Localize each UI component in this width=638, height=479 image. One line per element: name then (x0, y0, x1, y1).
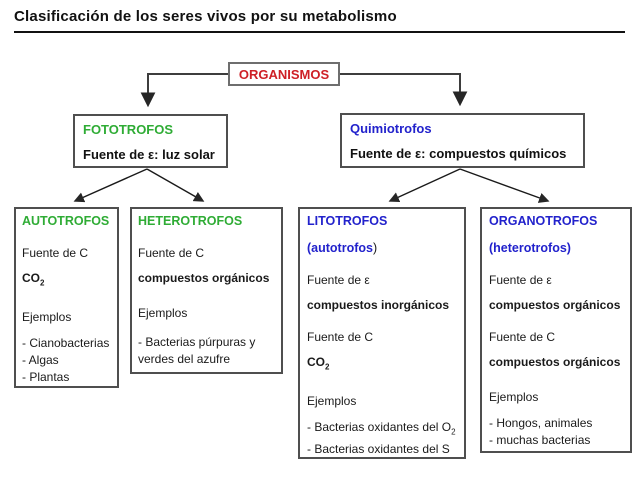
connector-foto-to-heterotrofos (146, 168, 205, 202)
litotrofos-subtitle: (autotrofos) (307, 241, 378, 255)
connector-quimio-to-organotrofos (459, 168, 550, 203)
litotrofos-example: - Bacterias oxidantes del S (307, 441, 450, 456)
litotrofos-example: - Bacterias oxidantes del O2 (307, 420, 456, 437)
heterotrofos-example: - Bacterias púrpuras y verdes del azufre (138, 335, 256, 366)
connector-root-to-fototrofos (140, 73, 228, 108)
autotrofos-examples-label: Ejemplos (22, 310, 72, 325)
heterotrofos-carbon-value: compuestos orgánicos (138, 271, 270, 285)
heterotrofos-box: HETEROTROFOS Fuente de C compuestos orgá… (130, 207, 283, 374)
organismos-label: ORGANISMOS (238, 66, 330, 82)
organotrofos-subtitle: (heterotrofos) (489, 241, 571, 255)
organotrofos-examples-label: Ejemplos (489, 390, 539, 404)
quimiotrofos-title: Quimiotrofos (350, 121, 432, 136)
fototrofos-title: FOTOTROFOS (83, 122, 174, 137)
litotrofos-energy-label: Fuente de ε (307, 273, 370, 287)
heterotrofos-examples-label: Ejemplos (138, 306, 188, 320)
autotrofos-carbon-label: Fuente de C (22, 246, 89, 260)
litotrofos-energy-value: compuestos inorgánicos (307, 298, 450, 312)
autotrofos-example: - Plantas (22, 370, 70, 385)
fototrofos-box: FOTOTROFOS Fuente de ε: luz solar (73, 114, 228, 168)
heterotrofos-carbon-label: Fuente de C (138, 246, 205, 260)
heterotrofos-title: HETEROTROFOS (138, 214, 243, 228)
page-title: Clasificación de los seres vivos por su … (14, 8, 397, 25)
quimiotrofos-energy-source: Fuente de ε: compuestos químicos (350, 146, 567, 161)
connector-root-to-quimiotrofos (340, 73, 468, 107)
autotrofos-example: - Algas (22, 353, 59, 368)
litotrofos-examples-label: Ejemplos (307, 394, 357, 409)
connector-foto-to-autotrofos (73, 168, 148, 203)
organotrofos-energy-value: compuestos orgánicos (489, 298, 621, 312)
title-underline (14, 31, 625, 33)
autotrofos-example: - Cianobacterias (22, 336, 110, 351)
organotrofos-energy-label: Fuente de ε (489, 273, 552, 287)
organotrofos-box: ORGANOTROFOS (heterotrofos) Fuente de ε … (480, 207, 632, 453)
fototrofos-energy-source: Fuente de ε: luz solar (83, 147, 215, 162)
litotrofos-box: LITOTROFOS (autotrofos) Fuente de ε comp… (298, 207, 466, 459)
organotrofos-carbon-label: Fuente de C (489, 330, 556, 344)
litotrofos-title: LITOTROFOS (307, 214, 388, 228)
quimiotrofos-box: Quimiotrofos Fuente de ε: compuestos quí… (340, 113, 585, 168)
litotrofos-carbon-label: Fuente de C (307, 330, 374, 344)
organotrofos-example: - muchas bacterias (489, 433, 591, 447)
autotrofos-carbon-value: CO2 (22, 271, 45, 288)
organotrofos-carbon-value: compuestos orgánicos (489, 355, 621, 369)
organotrofos-title: ORGANOTROFOS (489, 214, 598, 228)
autotrofos-box: AUTOTROFOS Fuente de C CO2 Ejemplos - Ci… (14, 207, 119, 388)
organismos-box: ORGANISMOS (228, 62, 340, 86)
connector-quimio-to-litotrofos (388, 168, 461, 203)
organotrofos-example: - Hongos, animales (489, 416, 593, 430)
litotrofos-carbon-value: CO2 (307, 355, 330, 372)
autotrofos-title: AUTOTROFOS (22, 214, 110, 228)
